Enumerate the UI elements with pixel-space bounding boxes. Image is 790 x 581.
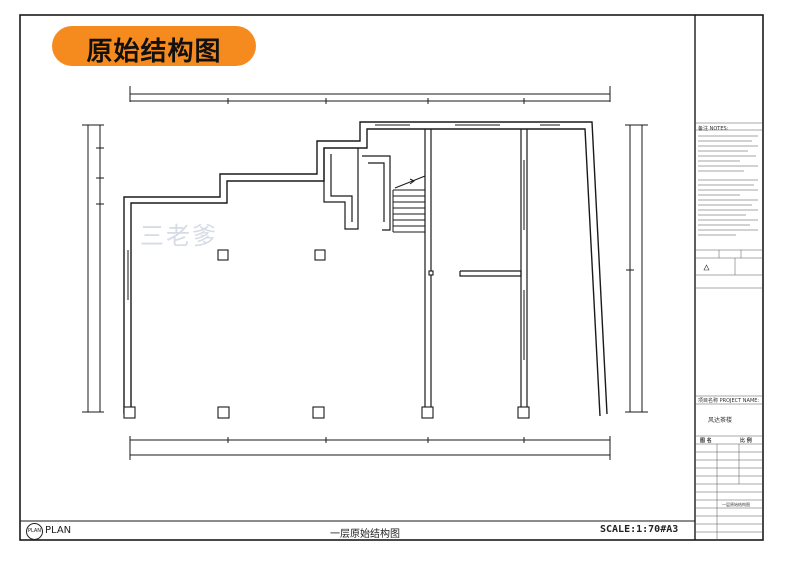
column: [217, 406, 230, 419]
inner-walls: [323, 129, 528, 414]
title-block: [695, 122, 763, 540]
column: [217, 249, 229, 261]
column: [517, 406, 530, 419]
column: [123, 406, 136, 419]
drawing-name: 一层原始结构图: [330, 529, 400, 540]
dimension-bottom: [129, 436, 611, 460]
title-block-notes: [698, 135, 758, 236]
column: [314, 249, 326, 261]
columns: [123, 249, 530, 419]
drawing-header-left: 图 名: [700, 438, 712, 444]
scale-label: SCALE:1:70#A3: [600, 524, 679, 535]
windows: [127, 124, 560, 360]
wall-outline: [123, 121, 608, 417]
column: [312, 406, 325, 419]
project-name-header: 项目名称 PROJECT NAME:: [698, 398, 760, 404]
column: [421, 406, 434, 419]
warning-icon: [703, 264, 710, 271]
notes-header: 备注 NOTES:: [698, 126, 729, 132]
title-badge-text: 原始结构图: [86, 37, 222, 67]
title-badge: 原始结构图: [52, 26, 256, 67]
outer-frame: [19, 14, 764, 541]
dimension-top: [129, 86, 611, 104]
staircase: [392, 175, 426, 233]
column: [428, 270, 434, 276]
project-name: 风达茶楼: [708, 417, 733, 424]
plan-label: PLAN: [45, 525, 72, 536]
dimension-right: [625, 124, 648, 413]
plan-symbol: PLAN: [26, 523, 43, 540]
watermark-text: 三老爹: [140, 222, 218, 250]
sheet-name: 一层原始结构图: [722, 502, 750, 507]
drawing-header-right: 比 例: [740, 438, 752, 444]
dimension-left: [82, 124, 104, 413]
